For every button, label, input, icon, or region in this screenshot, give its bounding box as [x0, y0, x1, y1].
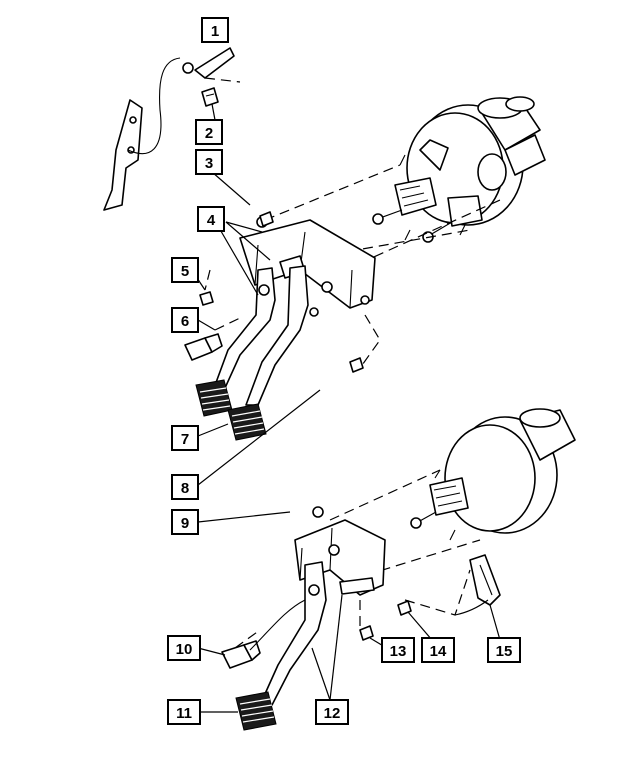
callout-13: 13	[381, 637, 415, 663]
mounting-line-upper-5	[204, 269, 211, 291]
callout-6: 6	[171, 307, 199, 333]
nut-upper	[199, 291, 214, 306]
callout-label-2: 2	[205, 125, 213, 142]
callout-label-10: 10	[176, 641, 193, 658]
leader-lines	[194, 103, 501, 713]
callout-label-8: 8	[181, 480, 189, 497]
brake-booster-lower	[410, 408, 576, 541]
switch-clip	[201, 87, 219, 107]
callout-12: 12	[315, 699, 349, 725]
mounting-line-lower-5	[234, 629, 261, 649]
switch-connector-lower	[221, 599, 306, 669]
mounting-line-lower-4	[404, 569, 471, 616]
stop-lamp-switch	[182, 47, 241, 83]
nut-lower-13	[359, 625, 374, 641]
callout-label-11: 11	[176, 705, 192, 722]
callout-4: 4	[197, 206, 225, 232]
callout-label-12: 12	[324, 705, 341, 722]
callout-label-7: 7	[181, 431, 189, 448]
callout-8: 8	[171, 474, 199, 500]
callout-label-3: 3	[205, 155, 213, 172]
callout-10: 10	[167, 635, 201, 661]
brake-pedal-lower	[259, 561, 327, 706]
mounting-line-upper-4	[359, 314, 381, 369]
callout-label-4: 4	[207, 212, 216, 229]
callout-label-9: 9	[181, 515, 189, 532]
bracket-part-15	[454, 554, 501, 616]
callout-label-6: 6	[181, 313, 189, 330]
firewall-bracket	[103, 57, 181, 211]
mounting-line-lower-1	[329, 469, 441, 521]
callout-label-5: 5	[181, 263, 189, 280]
mounting-line-upper-6	[214, 317, 241, 331]
callout-5: 5	[171, 257, 199, 283]
callout-9: 9	[171, 509, 199, 535]
nut-top-bracket	[259, 211, 274, 227]
callout-1: 1	[201, 17, 229, 43]
mounting-line-upper-1	[264, 164, 401, 221]
switch-connector-upper	[184, 333, 223, 361]
callout-7: 7	[171, 425, 199, 451]
pedal-support-bracket-lower	[294, 506, 386, 596]
callout-15: 15	[487, 637, 521, 663]
mounting-line-upper-3	[344, 199, 501, 271]
callout-label-1: 1	[211, 23, 219, 40]
callout-label-14: 14	[430, 643, 447, 660]
nut-upper-right	[349, 357, 364, 373]
callout-3: 3	[195, 149, 223, 175]
brake-booster-upper	[372, 96, 546, 243]
callout-label-13: 13	[390, 643, 407, 660]
pedal-pad-upper-right	[227, 403, 267, 441]
nut-lower-14	[397, 600, 412, 616]
mounting-line-upper-2	[299, 229, 471, 261]
pedal-pad-lower	[235, 691, 277, 731]
callout-14: 14	[421, 637, 455, 663]
brake-pedal-upper	[213, 265, 319, 406]
callout-11: 11	[167, 699, 201, 725]
callout-2: 2	[195, 119, 223, 145]
callout-label-15: 15	[496, 643, 513, 660]
